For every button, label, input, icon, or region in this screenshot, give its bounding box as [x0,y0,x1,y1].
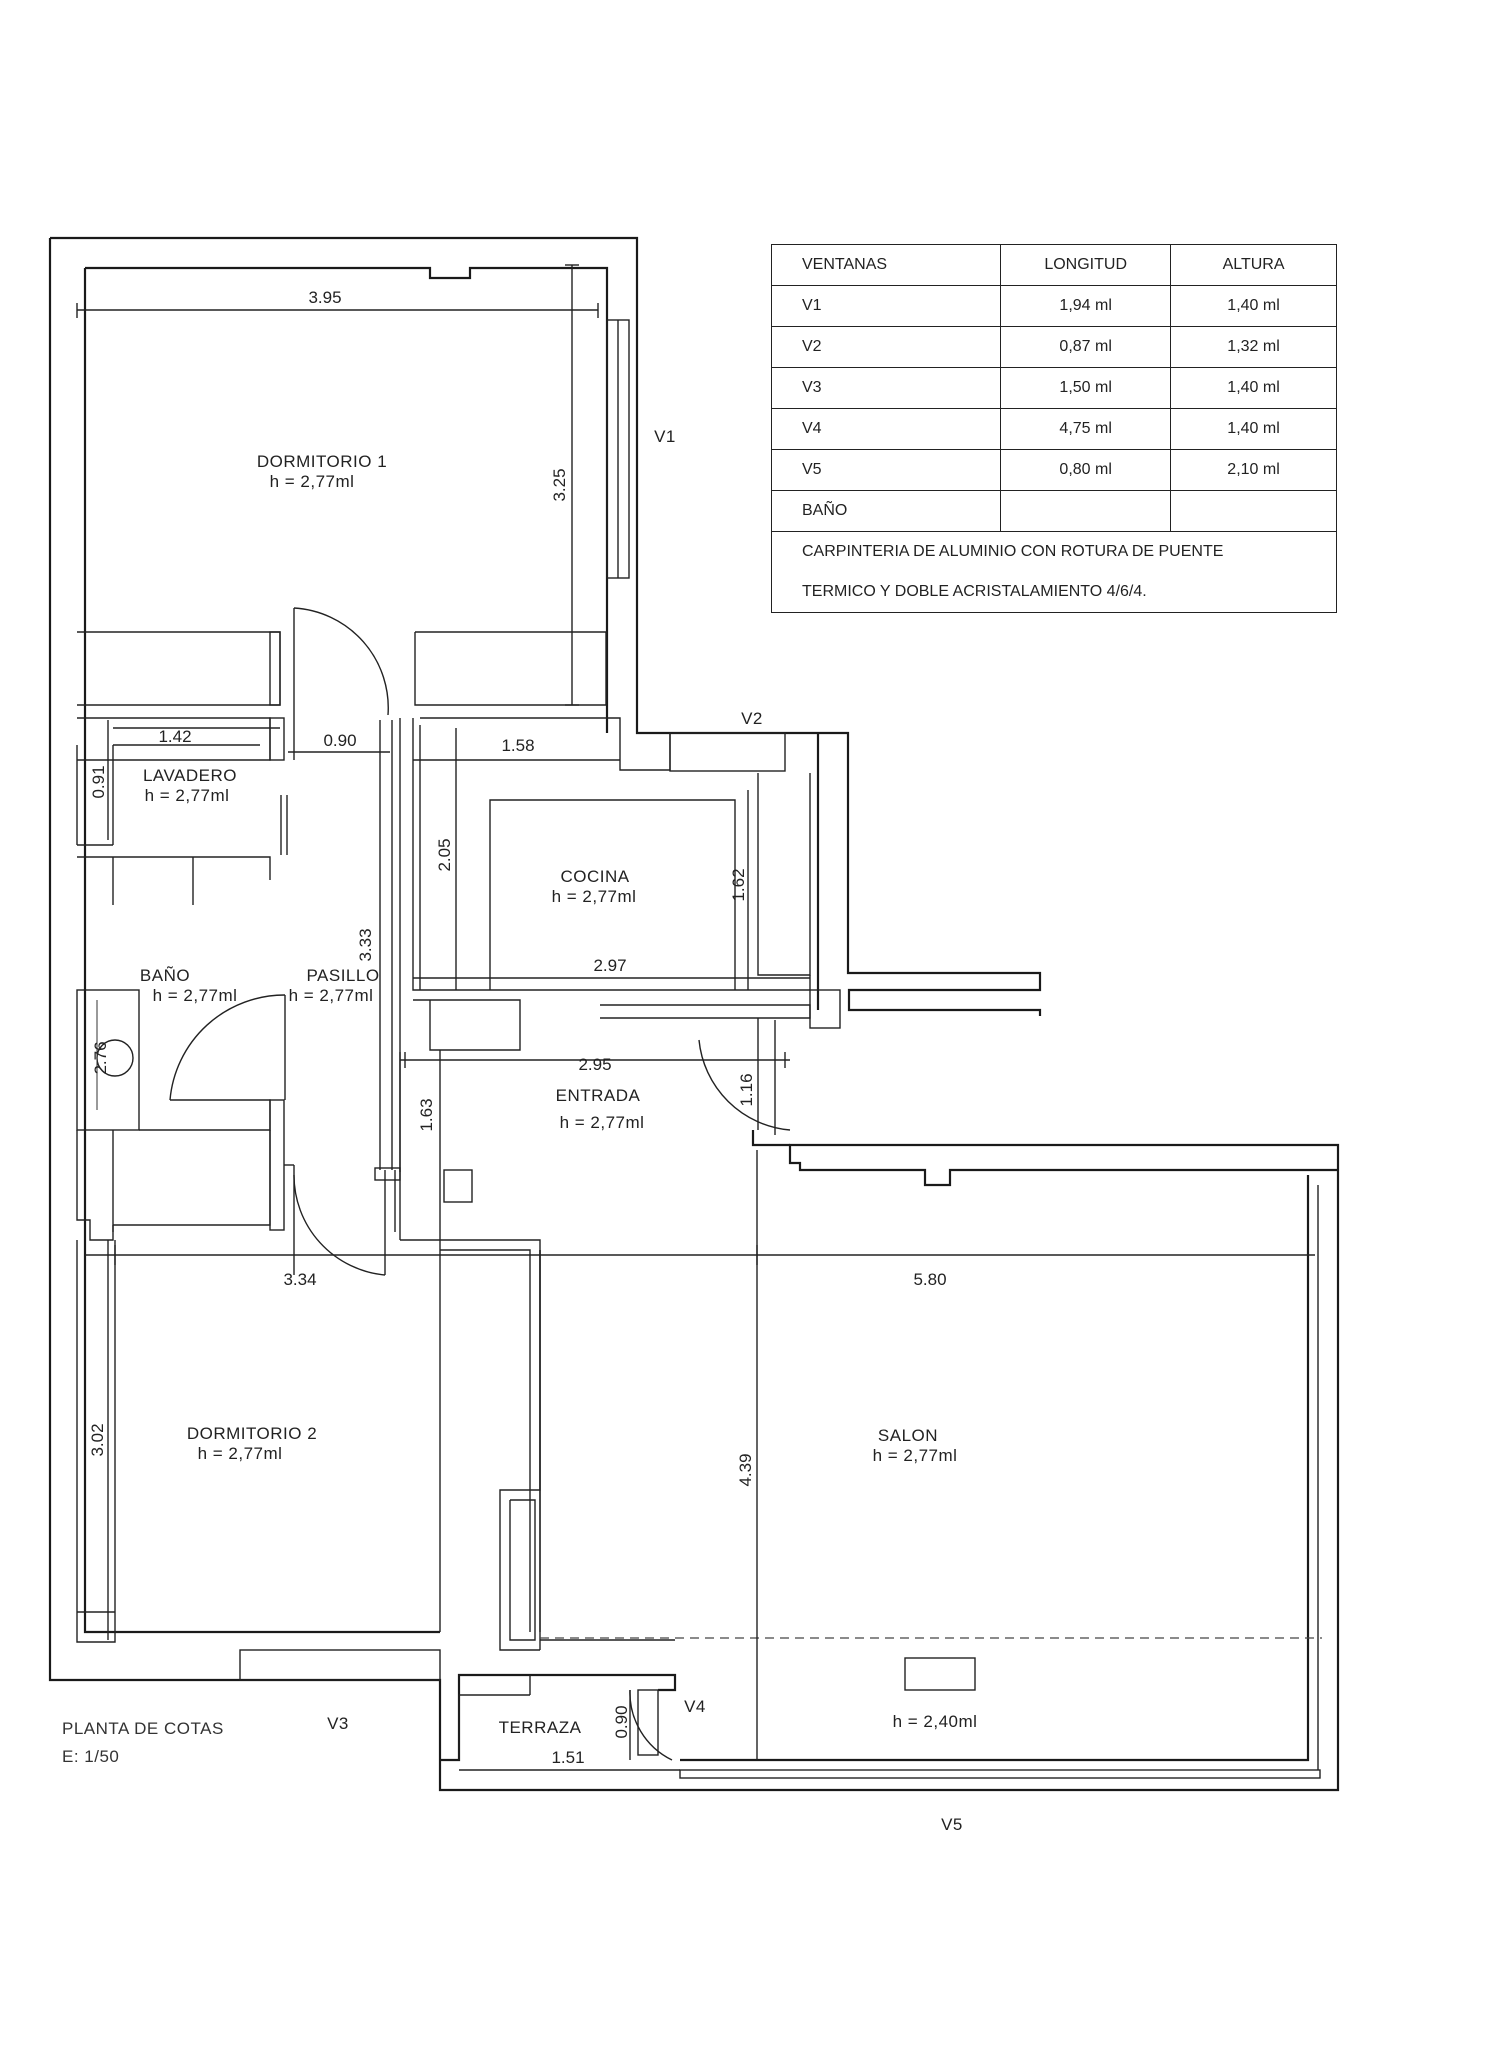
table-cell: V2 [770,326,1002,368]
room-height-pasillo: h = 2,77ml [289,986,374,1005]
room-name-pasillo: PASILLO [306,966,379,985]
table-cell: 1,94 ml [1000,285,1172,327]
table-cell: BAÑO [770,490,1002,532]
window-label-v4: V4 [684,1697,706,1716]
table-cell [1170,490,1337,532]
room-name-salon: SALON [878,1426,938,1445]
dim-salon-width: 5.80 [913,1270,946,1289]
table-row: V5 0,80 ml 2,10 ml [770,449,1337,491]
room-name-dormitorio-1: DORMITORIO 1 [257,452,387,471]
dim-kitchen-top: 1.58 [501,736,534,755]
window-label-v2: V2 [741,709,763,728]
dim-d2-width: 3.34 [283,1270,316,1289]
dim-corridor-width: 0.90 [323,731,356,750]
window-label-v1: V1 [654,427,676,446]
table-cell: 1,40 ml [1170,408,1337,450]
dim-bano-depth: 2.76 [91,1041,110,1074]
dormitorio-1-room: 3.95 3.25 DORMITORIO 1 h = 2,77ml [76,264,630,760]
table-note-line-1: CARPINTERIA DE ALUMINIO CON ROTURA DE PU… [771,531,1337,572]
room-height-dormitorio-2: h = 2,77ml [198,1444,283,1463]
entrada-room: 2.95 1.63 1.16 ENTRADA h = 2,77ml [399,1018,791,1632]
table-row: V2 0,87 ml 1,32 ml [770,326,1337,368]
salon-room: 4.39 SALON h = 2,77ml h = 2,40ml [499,1150,1322,1770]
table-note-row: CARPINTERIA DE ALUMINIO CON ROTURA DE PU… [771,531,1337,572]
outer-walls [48,236,1340,1792]
table-cell: 0,87 ml [1000,326,1172,368]
cocina-room: 1.58 2.05 1.62 2.97 COCINA h = 2,77ml [412,717,841,1051]
table-cell [1000,490,1172,532]
table-cell: V4 [770,408,1002,450]
dim-d2-depth: 3.02 [88,1423,107,1456]
table-cell: 0,80 ml [1000,449,1172,491]
dim-entrada-right: 1.16 [737,1073,756,1106]
dim-pasillo-len: 3.33 [356,928,375,961]
dim-terraza-width: 1.51 [551,1748,584,1767]
room-height-entrada: h = 2,77ml [560,1113,645,1132]
dim-kitchen-bottom: 2.97 [593,956,626,975]
dim-entrada-left: 1.63 [417,1098,436,1131]
room-name-dormitorio-2: DORMITORIO 2 [187,1424,317,1443]
plan-title: PLANTA DE COTAS E: 1/50 [62,1715,224,1771]
table-header-cell: LONGITUD [1000,244,1172,286]
dim-d1-width: 3.95 [308,288,341,307]
dim-terraza-depth: 0.90 [612,1705,631,1738]
dim-entrada-width: 2.95 [578,1055,611,1074]
room-height-cocina: h = 2,77ml [552,887,637,906]
room-name-entrada: ENTRADA [556,1086,641,1105]
plan-scale: E: 1/50 [62,1747,120,1766]
table-cell: V5 [770,449,1002,491]
table-row: BAÑO [770,490,1337,532]
dim-d1-depth: 3.25 [550,468,569,501]
window-schedule-table: VENTANAS LONGITUD ALTURA V1 1,94 ml 1,40… [770,244,1337,613]
pasillo-room: 3.33 PASILLO h = 2,77ml [284,718,401,1276]
table-cell: 2,10 ml [1170,449,1337,491]
table-row: V3 1,50 ml 1,40 ml [770,367,1337,409]
room-height-lavadero: h = 2,77ml [145,786,230,805]
table-header-cell: ALTURA [1170,244,1337,286]
dim-kitchen-right: 1.62 [729,868,748,901]
room-name-lavadero: LAVADERO [143,766,237,785]
window-labels: V1 V2 V3 V4 V5 [327,427,963,1834]
dim-lav-depth: 0.91 [89,765,108,798]
table-cell: 1,32 ml [1170,326,1337,368]
dormitorio-2-room: 3.34 5.80 3.02 DORMITORIO 2 h = 2,77ml [76,1240,1315,1681]
table-header-cell: VENTANAS [770,244,1002,286]
room-height-bano: h = 2,77ml [153,986,238,1005]
table-cell: 1,50 ml [1000,367,1172,409]
room-height-salon-lower: h = 2,40ml [893,1712,978,1731]
dim-lav-width: 1.42 [158,727,191,746]
dim-kitchen-left: 2.05 [435,838,454,871]
room-name-bano: BAÑO [140,966,190,985]
table-cell: 1,40 ml [1170,285,1337,327]
table-cell: 4,75 ml [1000,408,1172,450]
table-header-row: VENTANAS LONGITUD ALTURA [770,244,1337,286]
room-height-salon: h = 2,77ml [873,1446,958,1465]
table-note-row: TERMICO Y DOBLE ACRISTALAMIENTO 4/6/4. [771,572,1337,613]
bano-room: 2.76 BAÑO h = 2,77ml [76,856,286,1241]
plan-title-name: PLANTA DE COTAS [62,1719,224,1738]
table-cell: V1 [770,285,1002,327]
table-row: V4 4,75 ml 1,40 ml [770,408,1337,450]
room-name-cocina: COCINA [560,867,629,886]
table-note-line-2: TERMICO Y DOBLE ACRISTALAMIENTO 4/6/4. [771,572,1337,613]
dim-salon-depth: 4.39 [736,1453,755,1486]
table-cell: 1,40 ml [1170,367,1337,409]
room-height-dormitorio-1: h = 2,77ml [270,472,355,491]
room-name-terraza: TERRAZA [499,1718,582,1737]
table-row: V1 1,94 ml 1,40 ml [770,285,1337,327]
terraza-room: 1.51 0.90 TERRAZA [458,1675,1321,1779]
window-label-v3: V3 [327,1714,349,1733]
lavadero-room: 1.42 0.90 0.91 LAVADERO h = 2,77ml [76,717,390,855]
table-cell: V3 [770,367,1002,409]
window-label-v5: V5 [941,1815,963,1834]
